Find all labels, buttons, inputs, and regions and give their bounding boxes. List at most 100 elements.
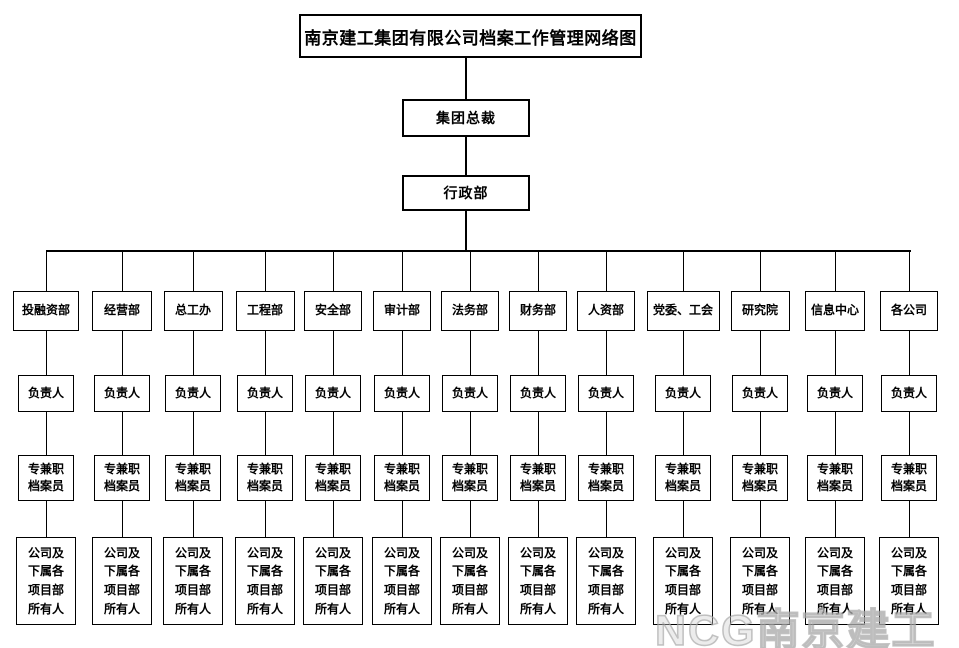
connector-line <box>332 250 334 291</box>
staff-box: 公司及 下属各 项目部 所有人 <box>440 537 500 625</box>
admin-dept-box: 行政部 <box>402 175 530 211</box>
archivist-box: 专兼职 档案员 <box>94 455 150 501</box>
connector-line <box>759 250 761 291</box>
org-column-2: 经营部 负责人 专兼职 档案员 公司及 下属各 项目部 所有人 <box>85 250 159 625</box>
archivist-box: 专兼职 档案员 <box>732 455 788 501</box>
staff-box: 公司及 下属各 项目部 所有人 <box>508 537 568 625</box>
connector-line <box>401 501 403 537</box>
connector-line <box>682 331 684 375</box>
connector-line <box>121 501 123 537</box>
dept-box: 工程部 <box>235 291 295 331</box>
connector-line <box>908 250 910 291</box>
archivist-box: 专兼职 档案员 <box>807 455 863 501</box>
connector-line <box>682 501 684 537</box>
dept-box: 研究院 <box>730 291 790 331</box>
dept-box: 审计部 <box>373 291 431 331</box>
connector-line <box>45 331 47 375</box>
president-box: 集团总裁 <box>402 99 530 137</box>
connector-line <box>45 501 47 537</box>
dept-box: 安全部 <box>304 291 362 331</box>
connector-line <box>401 412 403 455</box>
trunk-line-title-president <box>465 58 467 99</box>
connector-line <box>682 412 684 455</box>
connector-line <box>469 250 471 291</box>
connector-line <box>264 501 266 537</box>
org-column-3: 总工办 负责人 专兼职 档案员 公司及 下属各 项目部 所有人 <box>156 250 230 625</box>
connector-line <box>834 501 836 537</box>
staff-box: 公司及 下属各 项目部 所有人 <box>235 537 295 625</box>
connector-line <box>45 250 47 291</box>
leader-box: 负责人 <box>305 375 361 412</box>
connector-line <box>537 412 539 455</box>
connector-line <box>264 412 266 455</box>
dept-box: 各公司 <box>880 291 938 331</box>
connector-line <box>469 501 471 537</box>
org-column-7: 法务部 负责人 专兼职 档案员 公司及 下属各 项目部 所有人 <box>433 250 507 625</box>
leader-box: 负责人 <box>655 375 711 412</box>
bus-line <box>46 250 911 252</box>
connector-line <box>192 412 194 455</box>
dept-box: 财务部 <box>509 291 567 331</box>
connector-line <box>605 331 607 375</box>
archivist-box: 专兼职 档案员 <box>442 455 498 501</box>
connector-line <box>537 501 539 537</box>
archivist-box: 专兼职 档案员 <box>374 455 430 501</box>
archivist-box: 专兼职 档案员 <box>578 455 634 501</box>
archivist-box: 专兼职 档案员 <box>18 455 74 501</box>
staff-box: 公司及 下属各 项目部 所有人 <box>372 537 432 625</box>
leader-box: 负责人 <box>374 375 430 412</box>
connector-line <box>401 250 403 291</box>
org-column-11: 研究院 负责人 专兼职 档案员 公司及 下属各 项目部 所有人 <box>723 250 797 625</box>
connector-line <box>192 331 194 375</box>
archivist-box: 专兼职 档案员 <box>881 455 937 501</box>
connector-line <box>121 331 123 375</box>
dept-box: 党委、工会 <box>646 291 720 331</box>
connector-line <box>759 331 761 375</box>
staff-box: 公司及 下属各 项目部 所有人 <box>730 537 790 625</box>
dept-box: 经营部 <box>92 291 152 331</box>
connector-line <box>192 250 194 291</box>
connector-line <box>605 501 607 537</box>
staff-box: 公司及 下属各 项目部 所有人 <box>879 537 939 625</box>
connector-line <box>759 412 761 455</box>
trunk-line-admin-bus <box>465 211 467 250</box>
archivist-box: 专兼职 档案员 <box>655 455 711 501</box>
connector-line <box>332 501 334 537</box>
org-column-12: 信息中心 负责人 专兼职 档案员 公司及 下属各 项目部 所有人 <box>798 250 872 625</box>
connector-line <box>605 412 607 455</box>
connector-line <box>537 331 539 375</box>
leader-box: 负责人 <box>578 375 634 412</box>
leader-box: 负责人 <box>442 375 498 412</box>
dept-box: 总工办 <box>163 291 223 331</box>
connector-line <box>834 412 836 455</box>
connector-line <box>121 250 123 291</box>
connector-line <box>192 501 194 537</box>
staff-box: 公司及 下属各 项目部 所有人 <box>576 537 636 625</box>
leader-box: 负责人 <box>18 375 74 412</box>
leader-box: 负责人 <box>237 375 293 412</box>
leader-box: 负责人 <box>165 375 221 412</box>
archivist-box: 专兼职 档案员 <box>165 455 221 501</box>
connector-line <box>332 412 334 455</box>
connector-line <box>834 331 836 375</box>
org-column-5: 安全部 负责人 专兼职 档案员 公司及 下属各 项目部 所有人 <box>296 250 370 625</box>
chart-title: 南京建工集团有限公司档案工作管理网络图 <box>299 14 642 58</box>
leader-box: 负责人 <box>807 375 863 412</box>
staff-box: 公司及 下属各 项目部 所有人 <box>303 537 363 625</box>
org-column-6: 审计部 负责人 专兼职 档案员 公司及 下属各 项目部 所有人 <box>365 250 439 625</box>
archivist-box: 专兼职 档案员 <box>237 455 293 501</box>
connector-line <box>264 331 266 375</box>
org-column-13: 各公司 负责人 专兼职 档案员 公司及 下属各 项目部 所有人 <box>872 250 946 625</box>
staff-box: 公司及 下属各 项目部 所有人 <box>92 537 152 625</box>
connector-line <box>537 250 539 291</box>
archivist-box: 专兼职 档案员 <box>510 455 566 501</box>
connector-line <box>264 250 266 291</box>
dept-box: 信息中心 <box>805 291 865 331</box>
org-column-4: 工程部 负责人 专兼职 档案员 公司及 下属各 项目部 所有人 <box>228 250 302 625</box>
connector-line <box>401 331 403 375</box>
archivist-box: 专兼职 档案员 <box>305 455 361 501</box>
connector-line <box>759 501 761 537</box>
staff-box: 公司及 下属各 项目部 所有人 <box>163 537 223 625</box>
connector-line <box>605 250 607 291</box>
dept-box: 法务部 <box>441 291 499 331</box>
